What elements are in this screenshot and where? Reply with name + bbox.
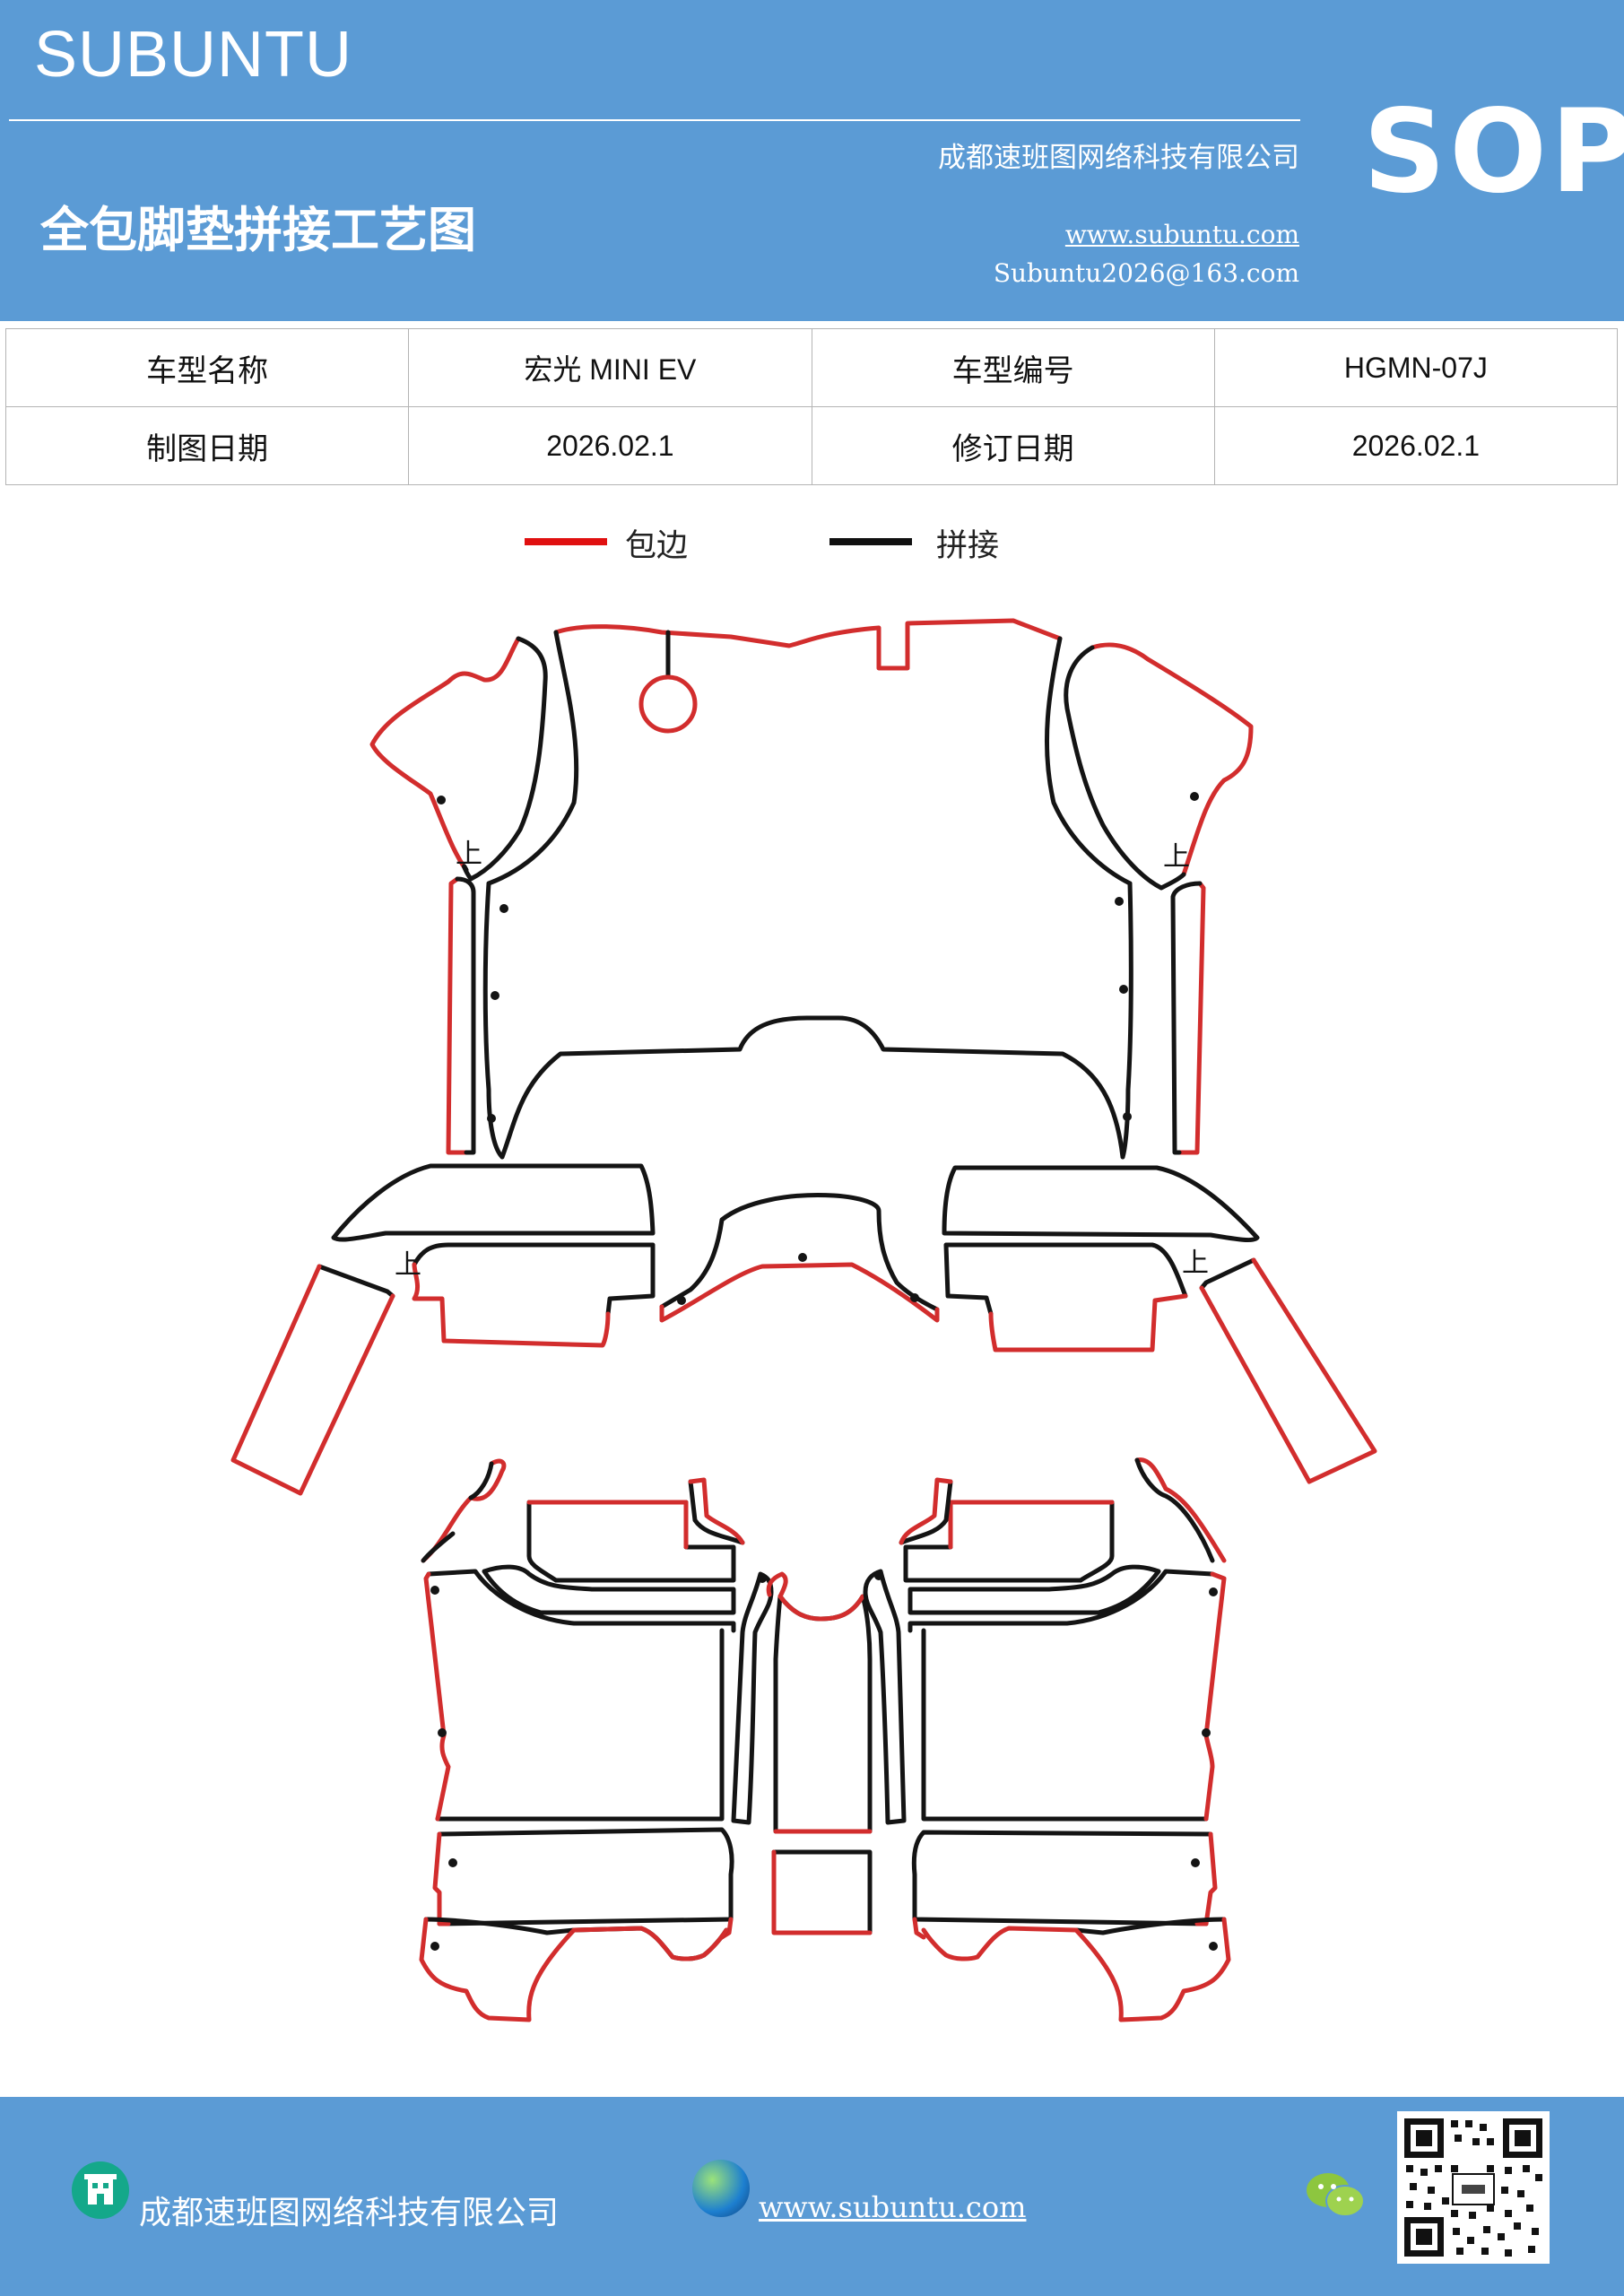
header-banner: SUBUNTU 成都速班图网络科技有限公司 SOP 全包脚垫拼接工艺图 www.… bbox=[0, 0, 1624, 321]
footer-company-name: 成都速班图网络科技有限公司 bbox=[139, 2195, 560, 2231]
legend-swatch-edge bbox=[525, 538, 607, 545]
up-marker: 上 bbox=[395, 1249, 421, 1281]
left-rear-wing bbox=[421, 1458, 507, 1563]
legend-swatch-seam bbox=[829, 538, 912, 545]
wechat-icon[interactable] bbox=[1305, 2169, 1368, 2222]
website-link[interactable]: www.subuntu.com bbox=[1064, 220, 1299, 249]
up-marker: 上 bbox=[1163, 841, 1190, 873]
center-rear-hump bbox=[766, 1571, 873, 1834]
document-title: 全包脚垫拼接工艺图 bbox=[40, 201, 476, 258]
left-rear-main bbox=[423, 1477, 745, 1822]
legend-label-seam: 拼接 bbox=[936, 528, 1000, 564]
footer-website-link[interactable]: www.subuntu.com bbox=[759, 2190, 1027, 2224]
vehicle-info-table: 车型名称 宏光 MINI EV 车型编号 HGMN-07J 制图日期 2026.… bbox=[4, 328, 1619, 485]
right-rear-footwell bbox=[911, 1830, 1218, 1940]
right-middle-panel: 上 bbox=[942, 1165, 1260, 1352]
table-cell: 制图日期 bbox=[4, 406, 410, 485]
table-cell: 2026.02.1 bbox=[408, 406, 812, 485]
right-front-wing: 上 bbox=[1064, 642, 1254, 891]
left-rear-footwell bbox=[432, 1827, 734, 1940]
legend-label-edge: 包边 bbox=[625, 528, 689, 564]
globe-icon bbox=[692, 2160, 750, 2217]
brand-name: SUBUNTU bbox=[34, 19, 353, 91]
center-rear-block bbox=[771, 1849, 873, 1935]
left-middle-panel: 上 bbox=[331, 1163, 656, 1348]
right-middle-strip bbox=[863, 1569, 907, 1825]
right-front-strip bbox=[1170, 881, 1206, 1155]
center-tunnel-piece bbox=[659, 1193, 940, 1323]
footer-banner: 成都速班图网络科技有限公司 www.subuntu.com bbox=[0, 2097, 1624, 2296]
left-rear-corner bbox=[419, 1917, 729, 2022]
up-marker: 上 bbox=[456, 839, 482, 870]
left-front-strip bbox=[446, 876, 476, 1155]
header-divider bbox=[9, 119, 1300, 121]
table-cell: 车型编号 bbox=[811, 328, 1215, 407]
table-cell: 车型名称 bbox=[4, 328, 410, 407]
left-middle-strip bbox=[731, 1571, 774, 1825]
company-name: 成都速班图网络科技有限公司 bbox=[938, 142, 1299, 174]
right-rear-strip bbox=[1199, 1257, 1377, 1484]
right-rear-corner bbox=[921, 1917, 1231, 2022]
table-cell: HGMN-07J bbox=[1213, 328, 1619, 407]
table-row: 车型名称 宏光 MINI EV 车型编号 HGMN-07J bbox=[4, 328, 1619, 407]
legend: 包边 拼接 bbox=[0, 520, 1624, 574]
table-cell: 2026.02.1 bbox=[1213, 406, 1619, 485]
left-rear-strip bbox=[230, 1264, 395, 1496]
building-icon bbox=[72, 2161, 129, 2219]
sop-badge: SOP bbox=[1363, 85, 1624, 219]
qr-code[interactable] bbox=[1397, 2111, 1550, 2264]
table-cell: 宏光 MINI EV bbox=[408, 328, 812, 407]
email-address: Subuntu2026@163.com bbox=[993, 258, 1299, 288]
floor-mat-diagram: 上 上 上 上 bbox=[230, 618, 1377, 2022]
left-front-wing: 上 bbox=[369, 636, 548, 882]
right-rear-main bbox=[899, 1477, 1227, 1822]
table-row: 制图日期 2026.02.1 修订日期 2026.02.1 bbox=[4, 406, 1619, 485]
front-main-panel bbox=[482, 618, 1133, 1160]
table-cell: 修订日期 bbox=[811, 406, 1215, 485]
right-rear-wing bbox=[1134, 1457, 1227, 1563]
up-marker: 上 bbox=[1182, 1248, 1209, 1279]
